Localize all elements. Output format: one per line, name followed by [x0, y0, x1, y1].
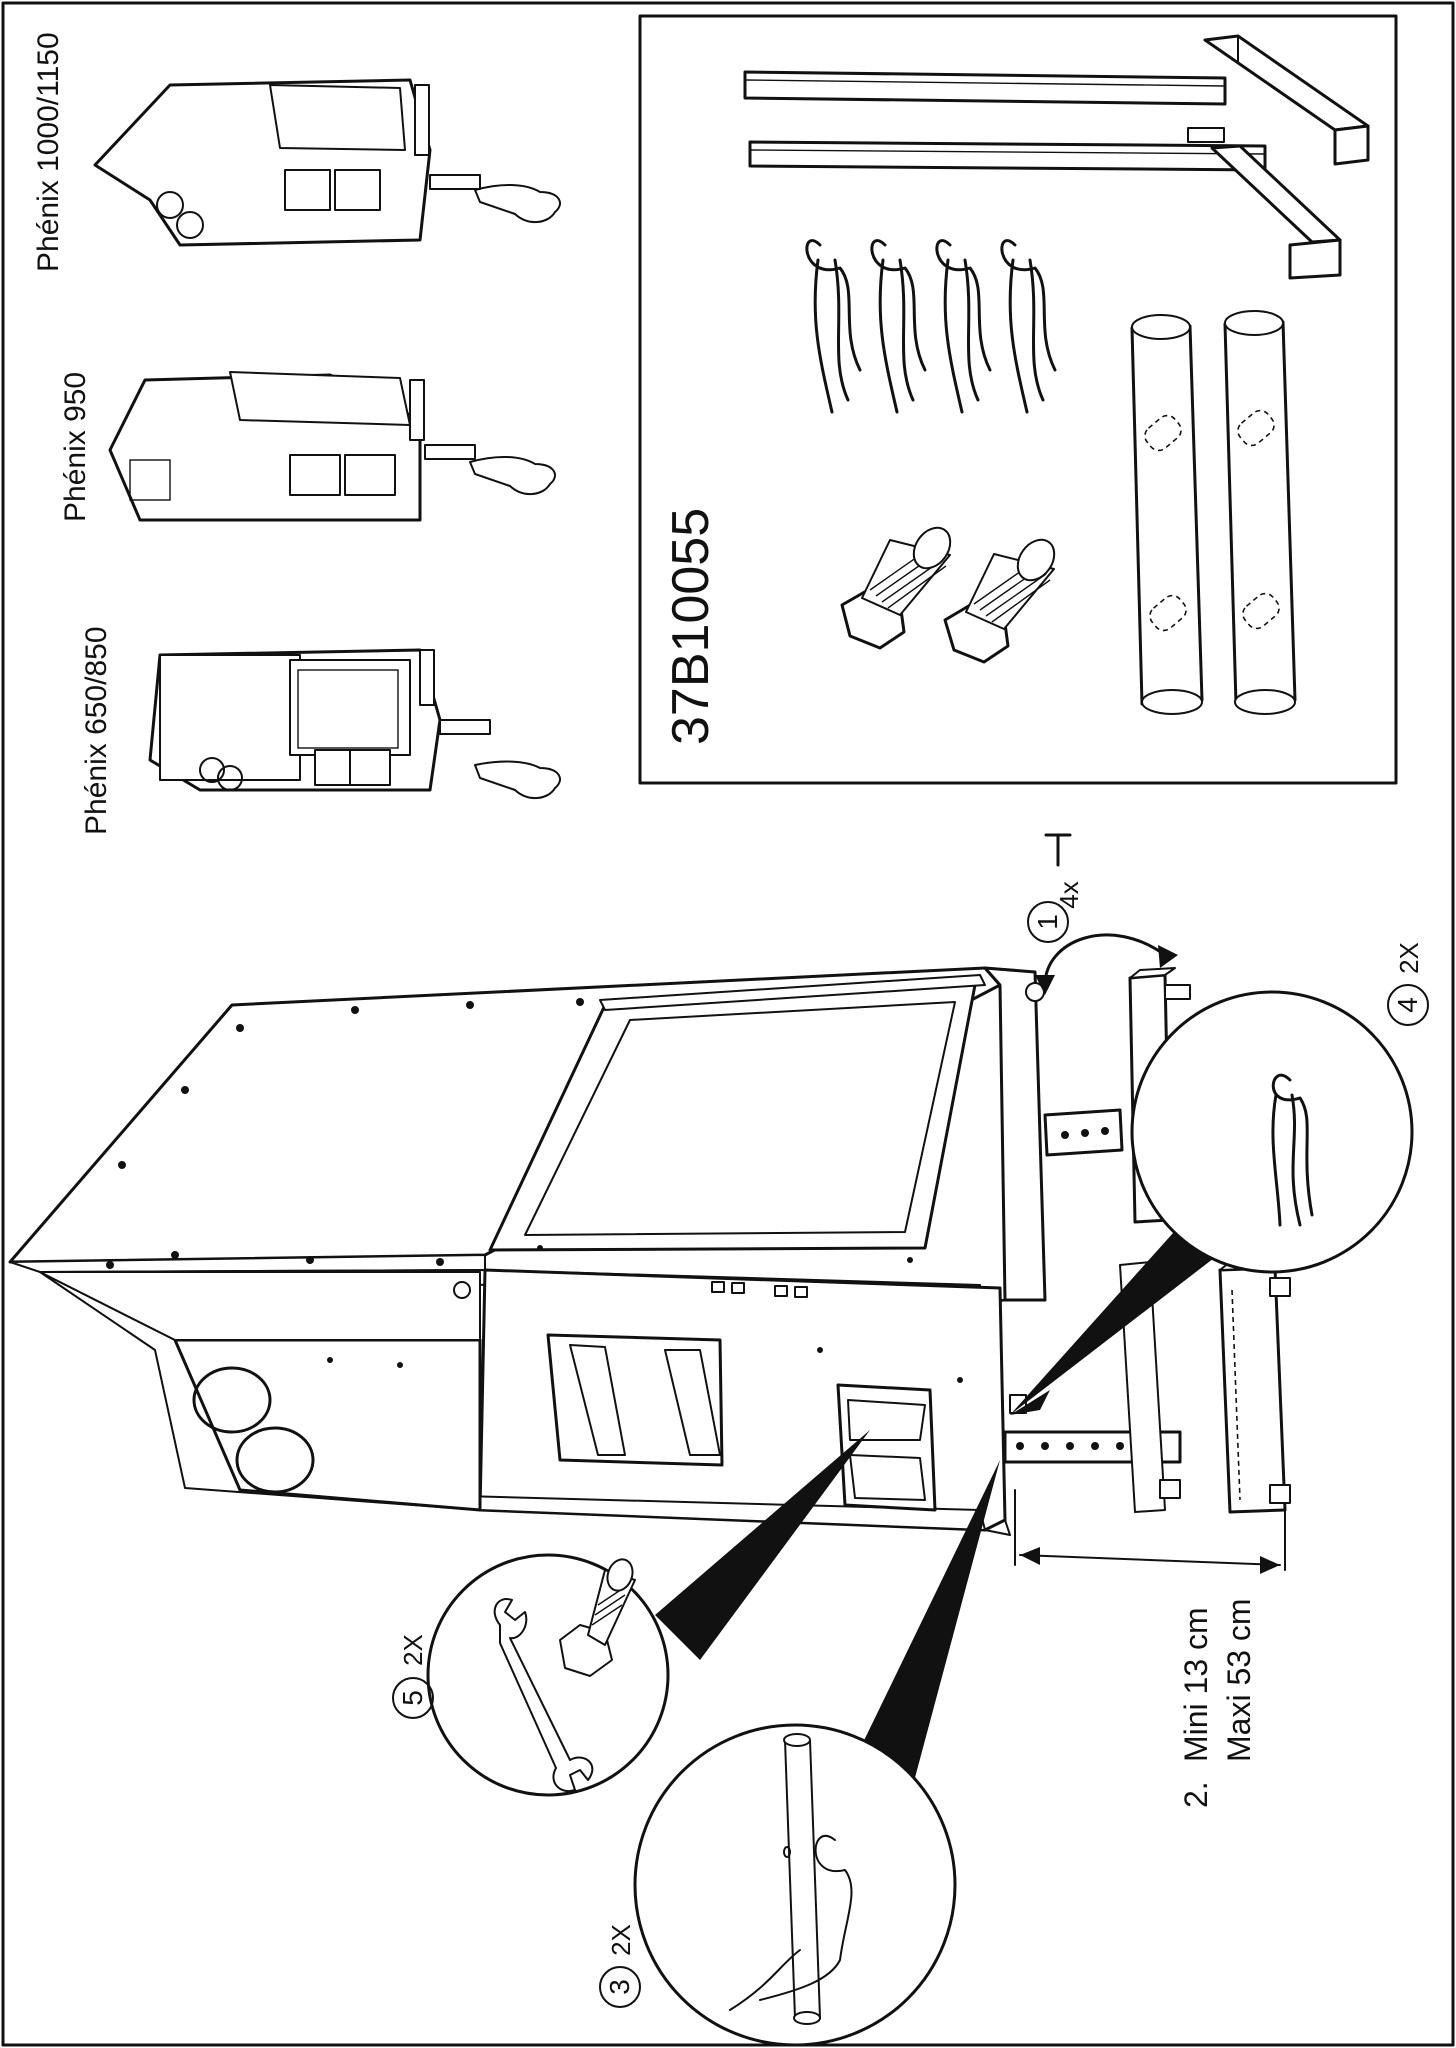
model-label: Phénix 650/850: [80, 626, 113, 835]
step-number-circle: [599, 1966, 641, 2008]
bolt-part: [840, 526, 952, 650]
model-label: Phénix 950: [59, 372, 92, 522]
foot-plate: [1218, 1266, 1287, 1514]
zoom-circle: [426, 1553, 670, 1797]
step-number: 5: [397, 1690, 428, 1706]
step-number-circle: [1387, 984, 1429, 1026]
model-thumbnails: Phénix 650/850 Phénix 950: [32, 32, 561, 835]
max-height-label: Maxi 53 cm: [1221, 1598, 1257, 1762]
tube-pin-part: [1223, 310, 1297, 715]
duct-hole: [235, 1426, 315, 1494]
appliance-end-frame: [983, 966, 1047, 1302]
wrench-icon: [493, 1598, 594, 1793]
step-quantity: 2X: [398, 1634, 428, 1666]
rotate-arrow: [1043, 933, 1167, 987]
model-thumbnail-1000-1150: Phénix 1000/1150: [32, 32, 561, 272]
step-number: 2.: [1178, 1781, 1214, 1808]
dimension-line: [1019, 1554, 1281, 1566]
duct-hole: [192, 1366, 272, 1434]
model-thumbnail-950: Phénix 950: [59, 371, 556, 522]
main-appliance-drawing: [8, 966, 1047, 1536]
bracket-rail-part: [748, 127, 1342, 280]
tube-pin-part: [1130, 314, 1204, 715]
step-number: 4: [1392, 997, 1423, 1013]
step-number-circle: [392, 1677, 434, 1719]
step-number: 1: [1032, 914, 1063, 930]
kit-frame: [638, 14, 1398, 785]
parts-kit-box: 37B10055: [638, 14, 1398, 785]
bolt-icon: [559, 1558, 636, 1677]
step-2-dimension: 2. Mini 13 cm Maxi 53 cm: [1014, 1489, 1286, 1808]
model-thumbnail-650-850: Phénix 650/850: [80, 626, 561, 835]
screw-icon: [1044, 833, 1072, 867]
step-5-callout: 5 2X: [392, 1430, 870, 1797]
min-height-label: Mini 13 cm: [1178, 1607, 1214, 1762]
pointer-arrow: [840, 1460, 1000, 1815]
kit-code-label: 37B10055: [662, 508, 720, 745]
tube-pin-icon: [729, 1733, 853, 2025]
step-4-callout: 4 2X: [1010, 942, 1429, 1415]
step-3-callout: 3 2X: [599, 1460, 1000, 2047]
step-1-callout: 1 4x: [1027, 833, 1178, 995]
step-quantity: 2X: [1394, 942, 1424, 974]
bolt-part: [943, 538, 1056, 664]
step-quantity: 2X: [606, 1924, 636, 1956]
bracket-rail-part: [743, 34, 1370, 166]
step-quantity: 4x: [1054, 881, 1084, 908]
step-number: 3: [604, 1979, 635, 1995]
step-number-circle: [1027, 901, 1069, 943]
model-label: Phénix 1000/1150: [32, 32, 65, 272]
pointer-arrow: [655, 1430, 870, 1660]
hairpin-clips-part: [805, 239, 1057, 414]
